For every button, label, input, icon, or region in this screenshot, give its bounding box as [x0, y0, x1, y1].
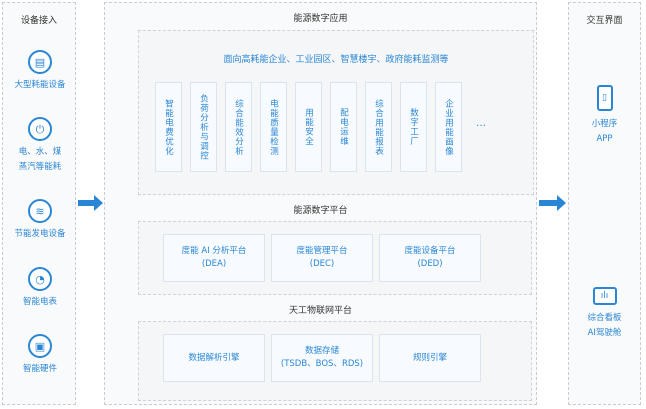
chip-icon: ▣	[28, 334, 52, 358]
device-item: ≋ 节能发电设备	[3, 199, 77, 242]
iot-code: (TSDB、BOS、RDS)	[280, 359, 364, 369]
platform-ded: 度能设备平台 (DED)	[379, 234, 481, 282]
section-title: 能源数字应用	[293, 14, 348, 24]
section-title: 天工物联网平台	[288, 306, 352, 316]
waves-icon: ≋	[28, 199, 52, 223]
device-label: 蒸汽等能耗	[18, 162, 62, 172]
iot-rule-engine: 规则引擎	[379, 334, 481, 382]
ui-label: 综合看板	[587, 313, 622, 323]
section-title: 能源数字平台	[293, 206, 348, 216]
app-item: 数字工厂	[400, 82, 427, 172]
iot-name: 数据存储	[304, 346, 339, 356]
device-label: 智能硬件	[22, 364, 57, 374]
device-label: 节能发电设备	[14, 229, 66, 239]
platform-name: 度能管理平台	[296, 246, 348, 256]
panel-title: 设备接入	[20, 16, 57, 26]
app-item: 电能质量检测	[260, 82, 287, 172]
device-label: 大型耗能设备	[14, 80, 66, 90]
device-item: ▤ 大型耗能设备	[3, 50, 77, 93]
app-item: 企业用能画像	[435, 82, 462, 172]
arrow-right-icon	[539, 195, 566, 211]
ui-label: 小程序	[591, 119, 618, 129]
ui-item: ▯ 小程序 APP	[569, 85, 640, 147]
ui-item: ılı 综合看板 AI驾驶舱	[569, 287, 640, 341]
device-access-panel: 设备接入 ▤ 大型耗能设备 ⏻ 电、水、煤蒸汽等能耗 ≋ 节能发电设备 ◔ 智能电表 ▣…	[2, 2, 76, 405]
platform-dea: 度能 AI 分析平台 (DEA)	[163, 234, 265, 282]
iot-name: 规则引擎	[412, 352, 447, 363]
app-item: 负荷分析与调控	[190, 82, 217, 172]
device-label: 电、水、煤	[18, 147, 62, 157]
phone-chart-icon: ▯	[596, 85, 613, 111]
app-subtitle: 面向高耗能企业、工业园区、智慧楼宇、政府能耗监测等	[223, 55, 449, 65]
machine-icon: ▤	[28, 50, 52, 74]
app-item: 智能电费优化	[155, 82, 182, 172]
platform-dec: 度能管理平台 (DEC)	[271, 234, 373, 282]
app-item: 综合能效分析	[225, 82, 252, 172]
panel-title: 交互界面	[586, 16, 623, 26]
app-item: 用能安全	[295, 82, 322, 172]
app-item: 综合用能报表	[365, 82, 392, 172]
platform-code: (DEA)	[201, 259, 227, 269]
ui-label: AI驾驶舱	[587, 328, 622, 338]
device-label: 智能电表	[22, 297, 57, 307]
device-item: ▣ 智能硬件	[3, 334, 77, 377]
meter-icon: ◔	[28, 267, 52, 291]
arrow-right-icon	[78, 195, 103, 211]
ui-label: APP	[596, 134, 613, 144]
platform-code: (DEC)	[309, 259, 335, 269]
iot-name: 数据解析引擎	[188, 352, 240, 363]
platform-name: 度能设备平台	[404, 246, 456, 256]
platform-code: (DED)	[417, 259, 443, 269]
device-item: ⏻ 电、水、煤蒸汽等能耗	[3, 117, 77, 175]
iot-storage: 数据存储 (TSDB、BOS、RDS)	[271, 334, 373, 382]
platform-name: 度能 AI 分析平台	[181, 246, 247, 256]
app-item: 配电运维	[330, 82, 357, 172]
device-item: ◔ 智能电表	[3, 267, 77, 310]
more-ellipsis: …	[476, 118, 486, 129]
interaction-panel: 交互界面 ▯ 小程序 APP ılı 综合看板 AI驾驶舱	[568, 2, 641, 405]
iot-parse-engine: 数据解析引擎	[163, 334, 265, 382]
dashboard-icon: ılı	[592, 287, 617, 305]
plug-icon: ⏻	[28, 117, 52, 141]
